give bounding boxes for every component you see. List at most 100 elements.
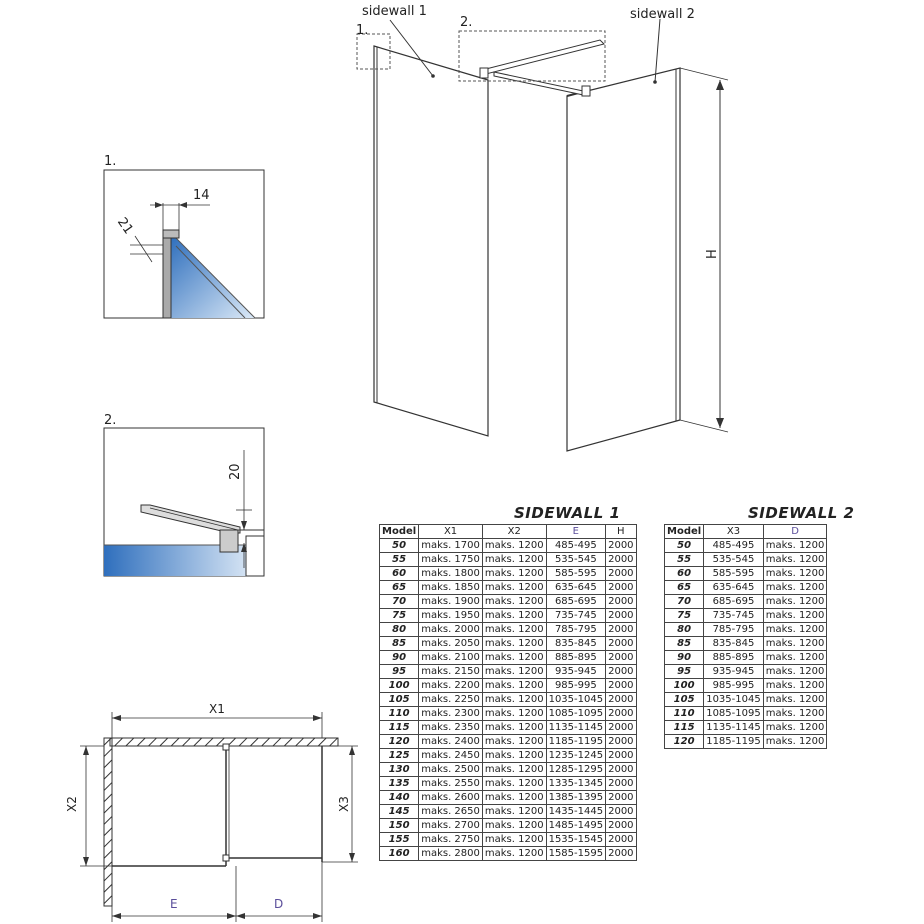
table-cell: maks. 2600: [418, 790, 483, 805]
label-sidewall1: sidewall 1: [362, 4, 427, 19]
model-cell: 55: [663, 552, 705, 567]
table-cell: 1485-1495: [545, 818, 607, 833]
table-cell: 685-695: [703, 594, 764, 609]
table-cell: maks. 1200: [481, 790, 547, 805]
table-cell: maks. 1200: [762, 692, 828, 707]
detail1-frame: [103, 169, 265, 319]
table-cell: 935-945: [703, 664, 764, 679]
table-cell: 2000: [605, 552, 637, 567]
model-cell: 65: [378, 580, 420, 595]
table-cell: maks. 1200: [481, 832, 547, 847]
table-cell: 885-895: [703, 650, 764, 665]
model-cell: 115: [378, 720, 420, 735]
table-cell: maks. 1200: [481, 776, 547, 791]
table-cell: 535-545: [545, 552, 607, 567]
table-cell: 1535-1545: [545, 832, 607, 847]
column-header: X1: [418, 524, 483, 539]
table-cell: 2000: [605, 804, 637, 819]
table-cell: maks. 2650: [418, 804, 483, 819]
table-cell: 2000: [605, 748, 637, 763]
table-cell: 2000: [605, 538, 637, 553]
model-cell: 95: [663, 664, 705, 679]
table-cell: 785-795: [545, 622, 607, 637]
table-cell: 735-745: [703, 608, 764, 623]
model-cell: 135: [378, 776, 420, 791]
model-cell: 140: [378, 790, 420, 805]
table-cell: maks. 1750: [418, 552, 483, 567]
table-cell: 885-895: [545, 650, 607, 665]
table-cell: maks. 1200: [762, 608, 828, 623]
column-header: X2: [481, 524, 547, 539]
table-cell: 1235-1245: [545, 748, 607, 763]
callout-label-1: 1.: [356, 23, 368, 38]
table-cell: maks. 1200: [762, 580, 828, 595]
table-cell: maks. 1200: [481, 636, 547, 651]
table-cell: 2000: [605, 846, 637, 861]
model-cell: 85: [663, 636, 705, 651]
table-cell: maks. 2550: [418, 776, 483, 791]
table-cell: maks. 1200: [481, 748, 547, 763]
table-cell: 1085-1095: [703, 706, 764, 721]
model-cell: 120: [663, 734, 705, 749]
model-cell: 125: [378, 748, 420, 763]
model-cell: 105: [378, 692, 420, 707]
table-cell: maks. 1200: [481, 594, 547, 609]
table-cell: 1385-1395: [545, 790, 607, 805]
table-cell: 1085-1095: [545, 706, 607, 721]
table-cell: maks. 1200: [481, 608, 547, 623]
model-cell: 80: [663, 622, 705, 637]
height-dim-label: H: [705, 249, 720, 259]
column-header: H: [605, 524, 637, 539]
plan-dim-d: D: [274, 897, 283, 911]
table-cell: 835-845: [703, 636, 764, 651]
model-cell: 70: [378, 594, 420, 609]
table-cell: maks. 2800: [418, 846, 483, 861]
model-cell: 60: [663, 566, 705, 581]
table-cell: 935-945: [545, 664, 607, 679]
table-cell: 485-495: [545, 538, 607, 553]
detail1-dim-top: 14: [193, 188, 210, 203]
table-cell: maks. 1200: [762, 664, 828, 679]
perspective-view: [356, 18, 729, 452]
table-cell: 1285-1295: [545, 762, 607, 777]
detail1-glass: [170, 238, 255, 318]
table-cell: maks. 1700: [418, 538, 483, 553]
table-cell: 1185-1195: [545, 734, 607, 749]
sidewall2-panel: [566, 67, 681, 452]
table-cell: 2000: [605, 720, 637, 735]
table-cell: maks. 1200: [481, 580, 547, 595]
model-cell: 100: [663, 678, 705, 693]
table-cell: maks. 1200: [762, 566, 828, 581]
column-header: X3: [703, 524, 764, 539]
column-header: Model: [663, 524, 705, 539]
table-cell: maks. 1200: [481, 566, 547, 581]
sidewall1-title: SIDEWALL 1: [514, 504, 621, 522]
table-cell: 2000: [605, 622, 637, 637]
table-cell: 485-495: [703, 538, 764, 553]
table-cell: maks. 1200: [762, 622, 828, 637]
table-cell: maks. 1800: [418, 566, 483, 581]
table-cell: 835-845: [545, 636, 607, 651]
